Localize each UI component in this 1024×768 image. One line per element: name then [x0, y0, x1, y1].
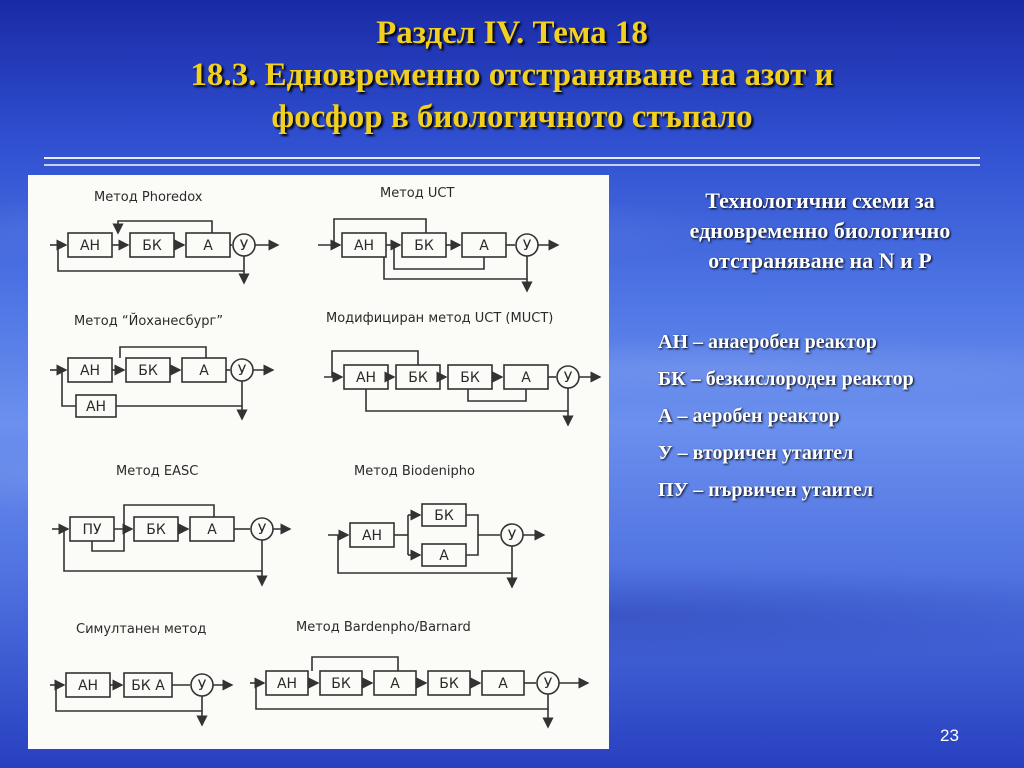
scheme-bardenpho — [250, 656, 590, 729]
text-u: У — [198, 678, 207, 694]
text-u: У — [258, 522, 267, 538]
abbreviation-legend: АН – анаеробен реактор БК – безкислороде… — [658, 327, 1018, 512]
text-bk: БК — [146, 522, 166, 538]
scheme-easc — [52, 504, 292, 587]
text-a: А — [439, 548, 449, 564]
label-easc: Метод EASC — [116, 464, 198, 479]
slide-title: Раздел IV. Тема 18 18.3. Едновременно от… — [40, 12, 984, 138]
text-a: А — [207, 522, 217, 538]
label-phoredox: Метод Phoredox — [94, 190, 203, 205]
text-pu: ПУ — [82, 522, 102, 538]
legend-item: АН – анаеробен реактор — [658, 331, 877, 353]
scheme-uct — [318, 218, 560, 293]
label-uct: Метод UCT — [380, 186, 454, 201]
title-line-1: Раздел IV. Тема 18 — [376, 15, 648, 51]
text-a: А — [498, 676, 508, 692]
text-u: У — [508, 528, 517, 544]
text-an: АН — [362, 528, 382, 544]
schemes-diagram: Метод Phoredox Метод UCT Метод “Йоханесб… — [50, 186, 602, 729]
label-biodenipho: Метод Biodenipho — [354, 464, 475, 479]
text-bk: БК — [460, 370, 480, 386]
text-an: АН — [80, 363, 100, 379]
scheme-description: Технологични схеми за едновременно биоло… — [689, 188, 951, 273]
scheme-muct — [324, 350, 602, 427]
legend-item: А – аеробен реактор — [658, 405, 840, 427]
scheme-simultaneous — [50, 672, 234, 727]
scheme-biodenipho — [328, 503, 546, 589]
text-a: А — [199, 363, 209, 379]
text-bk: БК — [414, 238, 434, 254]
text-bk: БК — [331, 676, 351, 692]
text-an: АН — [356, 370, 376, 386]
label-muct: Модифициран метод UCT (MUCT) — [326, 311, 553, 326]
legend-item: У – вторичен утаител — [658, 442, 854, 464]
text-u: У — [564, 370, 573, 386]
text-bk: БК — [138, 363, 158, 379]
text-bka: БК А — [131, 678, 165, 694]
legend-item: ПУ – първичен утаител — [658, 479, 874, 501]
label-bardenpho: Метод Bardenpho/Barnard — [296, 620, 471, 635]
text-a: А — [479, 238, 489, 254]
text-an: АН — [354, 238, 374, 254]
text-bk: БК — [142, 238, 162, 254]
process-schemes-figure: Метод Phoredox Метод UCT Метод “Йоханесб… — [28, 175, 609, 749]
text-a: А — [521, 370, 531, 386]
text-bk: БК — [408, 370, 428, 386]
label-simultaneous: Симултанен метод — [76, 622, 206, 637]
scheme-johannesburg — [50, 346, 275, 421]
text-an: АН — [80, 238, 100, 254]
text-an: АН — [86, 399, 106, 415]
text-u: У — [523, 238, 532, 254]
text-bk: БК — [434, 508, 454, 524]
text-u: У — [544, 676, 553, 692]
title-line-2: 18.3. Едновременно отстраняване на азот … — [190, 57, 834, 93]
label-johannesburg: Метод “Йоханесбург” — [74, 313, 223, 329]
text-bk: БК — [439, 676, 459, 692]
text-an: АН — [78, 678, 98, 694]
text-u: У — [240, 238, 249, 254]
title-line-3: фосфор в биологичното стъпало — [271, 99, 753, 135]
title-divider — [44, 157, 980, 166]
page-number: 23 — [940, 726, 959, 745]
scheme-phoredox — [50, 220, 280, 285]
text-an: АН — [277, 676, 297, 692]
legend-item: БК – безкислороден реактор — [658, 368, 914, 390]
text-a: А — [203, 238, 213, 254]
text-a: А — [390, 676, 400, 692]
text-u: У — [238, 363, 247, 379]
